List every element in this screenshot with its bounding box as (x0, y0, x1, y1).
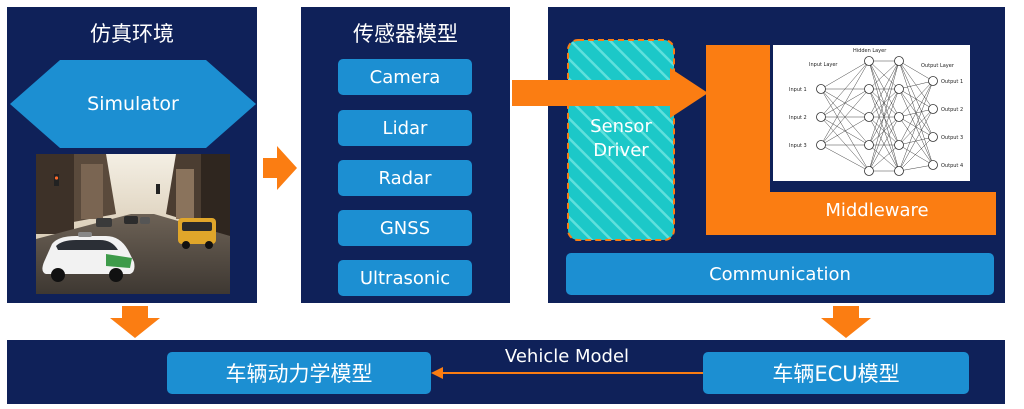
vehicle-dynamics-model-box[interactable]: 车辆动力学模型 (167, 352, 431, 394)
sensor-radar[interactable]: Radar (338, 160, 472, 196)
sensor-gnss[interactable]: GNSS (338, 210, 472, 246)
simulator-diamond (10, 60, 256, 148)
sensor-driver-line-2: Driver (593, 140, 649, 161)
arrow-sim-to-sensor (263, 146, 297, 190)
nn-input-2: Input 2 (789, 115, 807, 121)
street-scene-image (36, 154, 230, 294)
sensor-camera[interactable]: Camera (338, 59, 472, 95)
arrow-communication-to-ecu (821, 306, 871, 338)
middleware-label: Middleware (825, 200, 929, 221)
nn-output-3: Output 3 (941, 135, 963, 141)
nn-connections (820, 60, 934, 172)
software-stack-panel: Sensor Driver Middleware (548, 7, 1005, 303)
vehicle-ecu-model-box[interactable]: 车辆ECU模型 (703, 352, 969, 394)
communication-bar[interactable]: Communication (566, 253, 994, 295)
arrow-sim-to-dynamics (110, 306, 160, 338)
nn-output-1: Output 1 (941, 79, 963, 85)
nn-input-3: Input 3 (789, 143, 807, 149)
nn-hidden-layer-label: Hidden Layer (853, 48, 887, 54)
nn-output-2: Output 2 (941, 107, 963, 113)
sensor-ultrasonic[interactable]: Ultrasonic (338, 260, 472, 296)
arrow-sensor-to-middleware (512, 68, 708, 118)
arrow-ecu-to-dynamics (431, 367, 703, 379)
vehicle-model-bar: 车辆动力学模型 Vehicle Model 车辆ECU模型 (7, 340, 1005, 404)
neural-network-svg: Input Layer Hidden Layer Output Layer In… (789, 48, 963, 176)
simulation-environment-title: 仿真环境 (90, 22, 174, 46)
neural-network-diagram: Input Layer Hidden Layer Output Layer In… (773, 45, 970, 181)
sensor-driver-line-1: Sensor (590, 116, 652, 137)
simulation-environment-panel: 仿真环境 Simulator (7, 7, 257, 303)
vehicle-model-label: Vehicle Model (504, 346, 630, 367)
middleware-block (706, 45, 996, 235)
sensor-lidar[interactable]: Lidar (338, 110, 472, 146)
nn-nodes (816, 56, 938, 176)
simulator-label: Simulator (87, 93, 179, 115)
nn-output-4: Output 4 (941, 163, 963, 169)
nn-input-1: Input 1 (789, 87, 807, 93)
sensor-driver-label: Sensor Driver (566, 115, 676, 163)
nn-input-layer-label: Input Layer (809, 62, 838, 68)
sensor-models-title: 传感器模型 (353, 22, 458, 46)
sensor-models-panel: 传感器模型 Camera Lidar Radar GNSS Ultrasonic (301, 7, 510, 303)
nn-output-layer-label: Output Layer (921, 63, 955, 69)
